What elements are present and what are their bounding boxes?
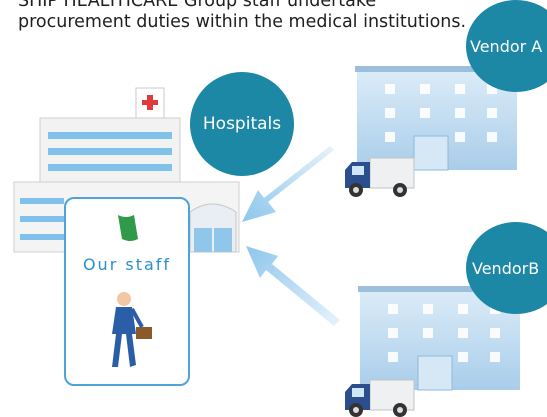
hospitals-label: Hospitals [202, 114, 282, 134]
caption: SHIP HEALTHCARE Group staff undertake pr… [18, 0, 488, 33]
arrow-from-vendor-b [246, 246, 340, 326]
staff-label: Our staff [82, 255, 172, 274]
delivery-truck-icon [345, 379, 415, 417]
green-flag-logo-icon [118, 215, 138, 241]
vendor-a-node: Vendor A [466, 0, 547, 92]
vendor-b-node: VendorB [466, 222, 547, 314]
vendor-building-icon [355, 66, 519, 171]
vendor-building-icon [358, 286, 522, 391]
staff-card-art [112, 215, 152, 367]
vendor-a-label: Vendor A [470, 36, 543, 56]
staff-card: Our staff [64, 197, 190, 386]
arrow-from-vendor-a [242, 146, 334, 222]
caption-line-2: procurement duties within the medical in… [18, 12, 467, 32]
businessman-icon [112, 292, 152, 367]
delivery-truck-icon [345, 157, 415, 197]
caption-line-1: SHIP HEALTHCARE Group staff undertake [18, 0, 377, 11]
vendor-b-label: VendorB [472, 258, 540, 278]
hospitals-node: Hospitals [190, 72, 294, 176]
